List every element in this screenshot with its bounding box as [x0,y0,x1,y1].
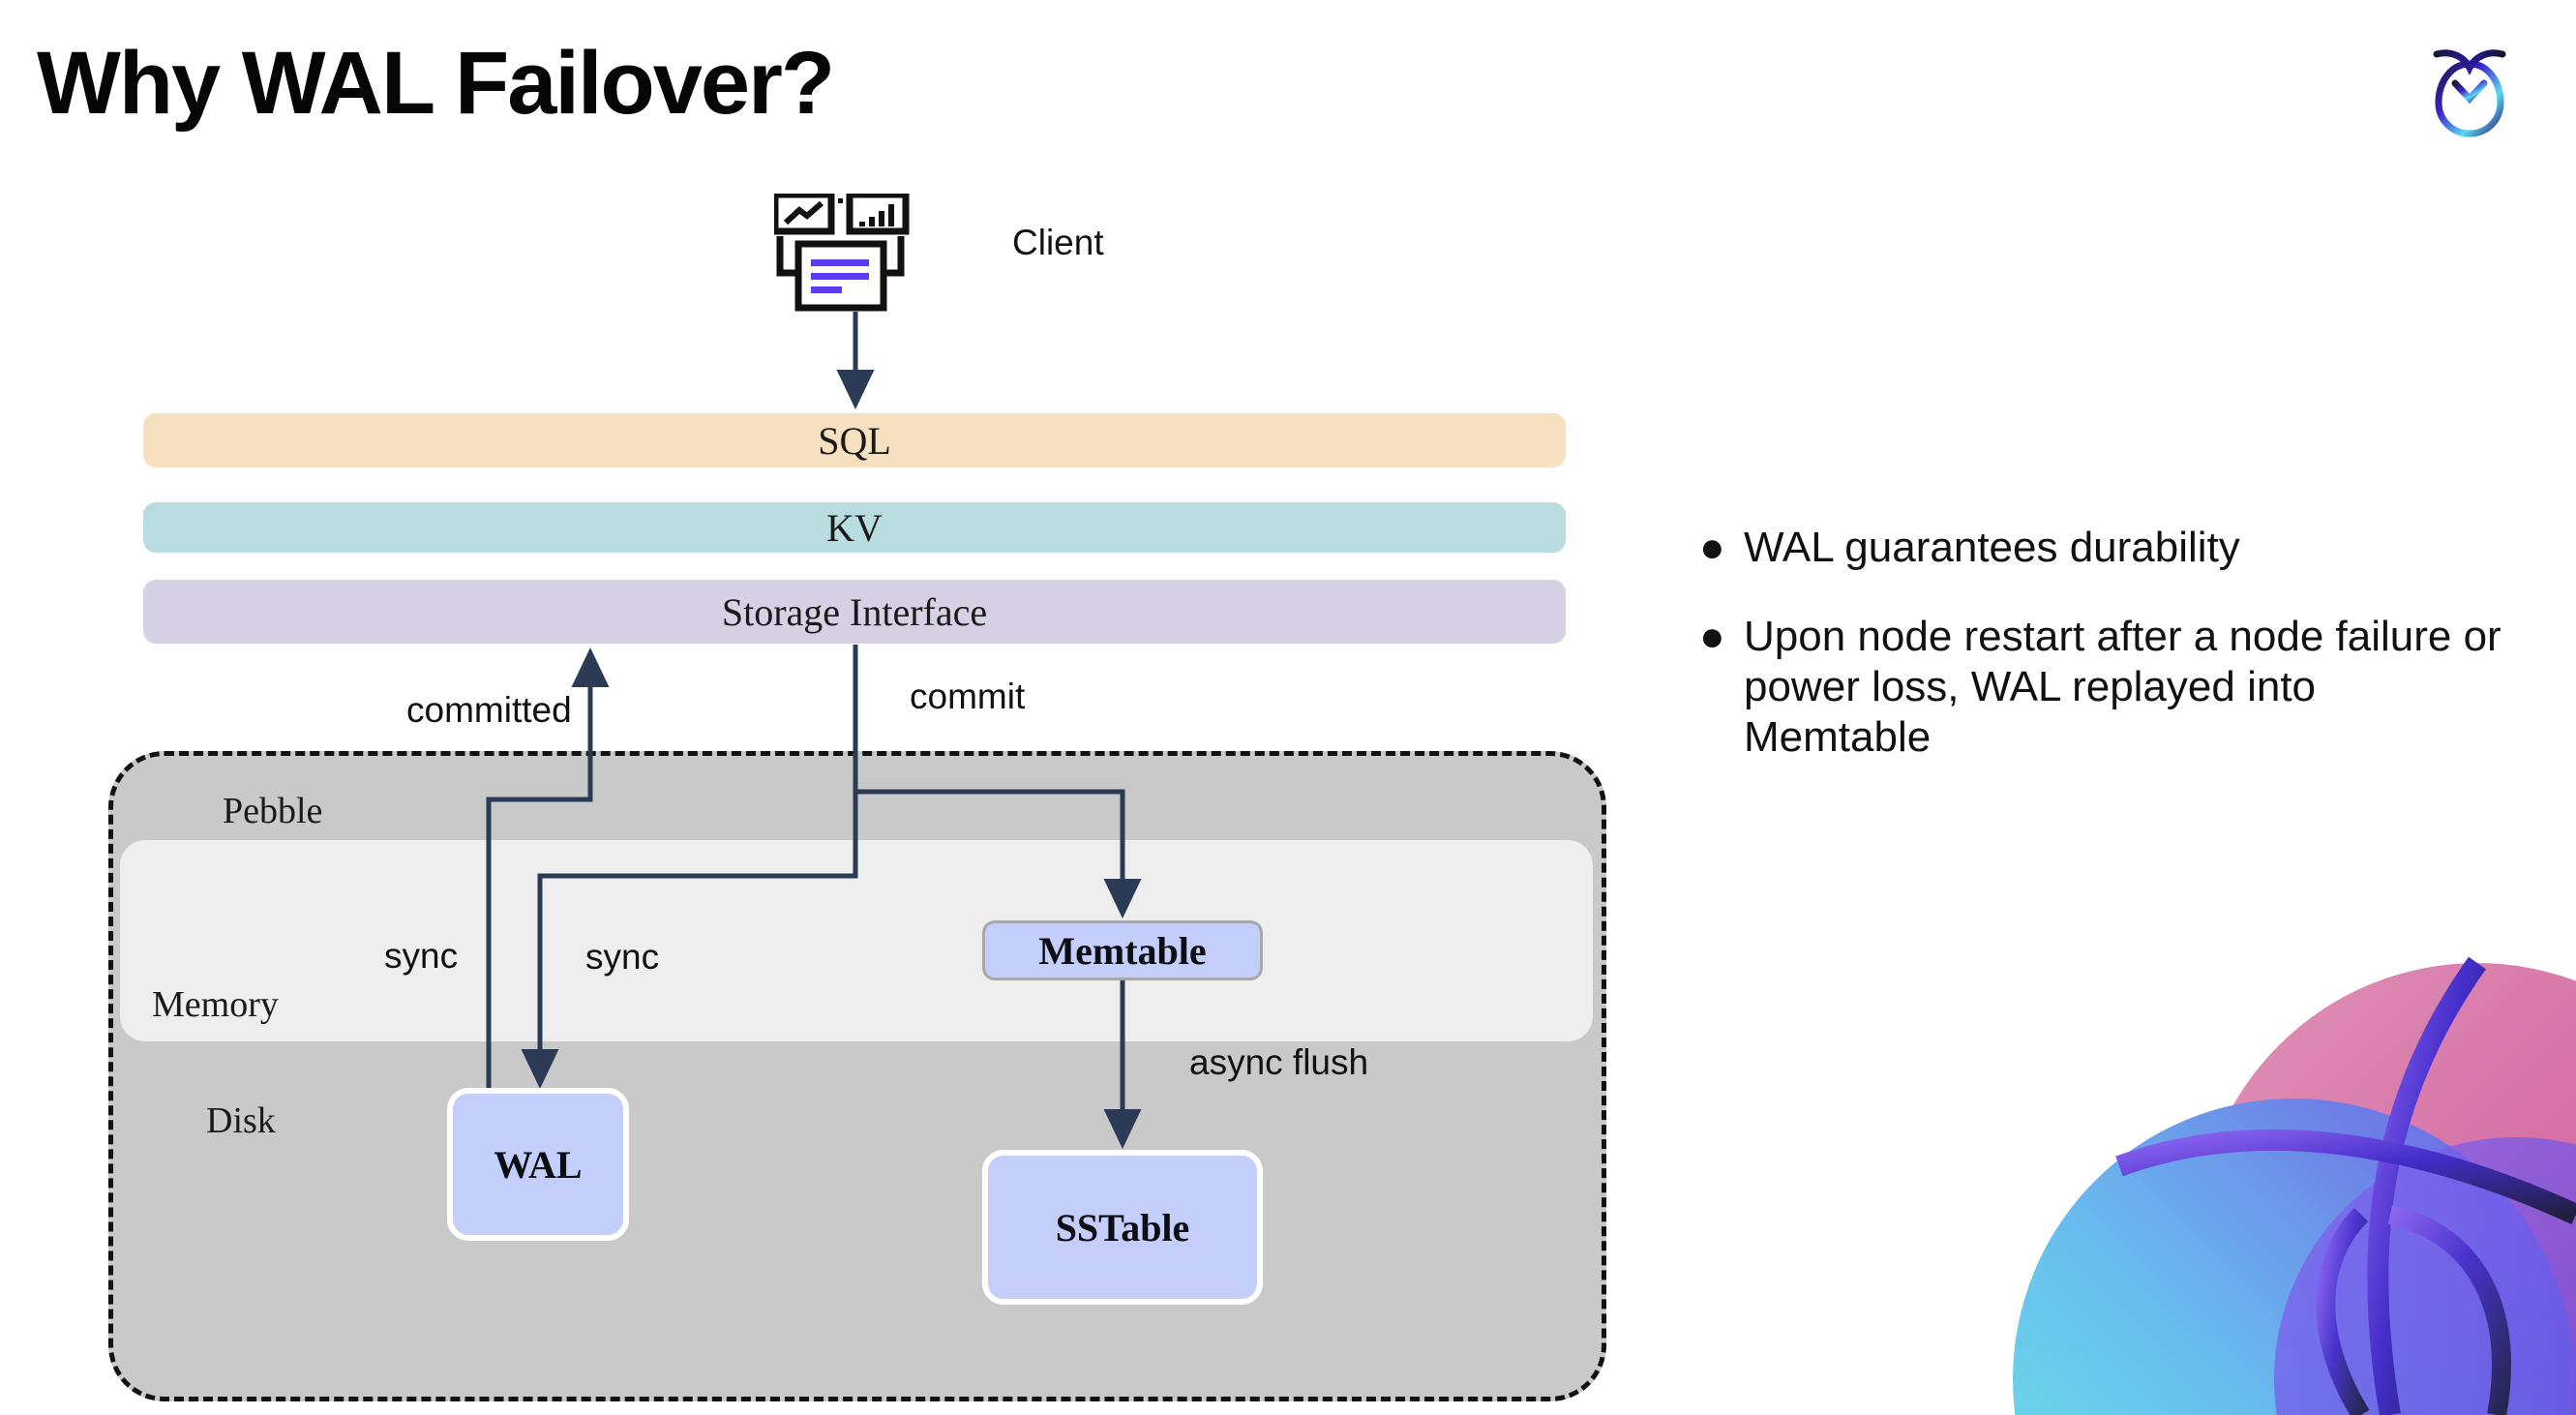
page-title: Why WAL Failover? [37,34,835,133]
node-wal: WAL [447,1088,629,1241]
disk-label: Disk [206,1100,276,1141]
edge-label-commit: commit [910,677,1026,716]
bullet-list: ● WAL guarantees durability ● Upon node … [1699,523,2502,801]
bullet-text: Upon node restart after a node failure o… [1744,612,2501,761]
client-workstation-icon [771,191,929,315]
bullet-marker-icon: ● [1699,524,1725,571]
edge-label-async-flush: async flush [1189,1042,1369,1082]
cockroach-logo-icon [2411,29,2528,145]
edge-label-sync-2: sync [585,937,660,977]
memory-label: Memory [152,984,279,1025]
node-label-wal: WAL [494,1142,583,1187]
layer-bar-sql: SQL [143,413,1566,467]
list-item: ● WAL guarantees durability [1699,523,2502,573]
memory-region [120,840,1593,1041]
node-label-memtable: Memtable [1038,928,1207,973]
node-memtable: Memtable [982,920,1263,980]
layer-label-storage-interface: Storage Interface [721,589,988,634]
layer-bar-storage-interface: Storage Interface [143,580,1566,644]
bullet-text: WAL guarantees durability [1744,524,2240,571]
layer-bar-kv: KV [143,502,1566,553]
layer-label-kv: KV [826,505,883,550]
client-label: Client [1012,223,1104,262]
bullet-marker-icon: ● [1699,612,1725,660]
pebble-label: Pebble [223,791,323,831]
edge-label-sync-1: sync [384,936,459,976]
layer-label-sql: SQL [818,418,891,463]
node-label-sstable: SSTable [1055,1205,1190,1249]
list-item: ● Upon node restart after a node failure… [1699,612,2502,763]
decorative-circles-graphic [1974,924,2576,1415]
node-sstable: SSTable [982,1150,1263,1305]
edge-label-committed: committed [406,690,572,730]
